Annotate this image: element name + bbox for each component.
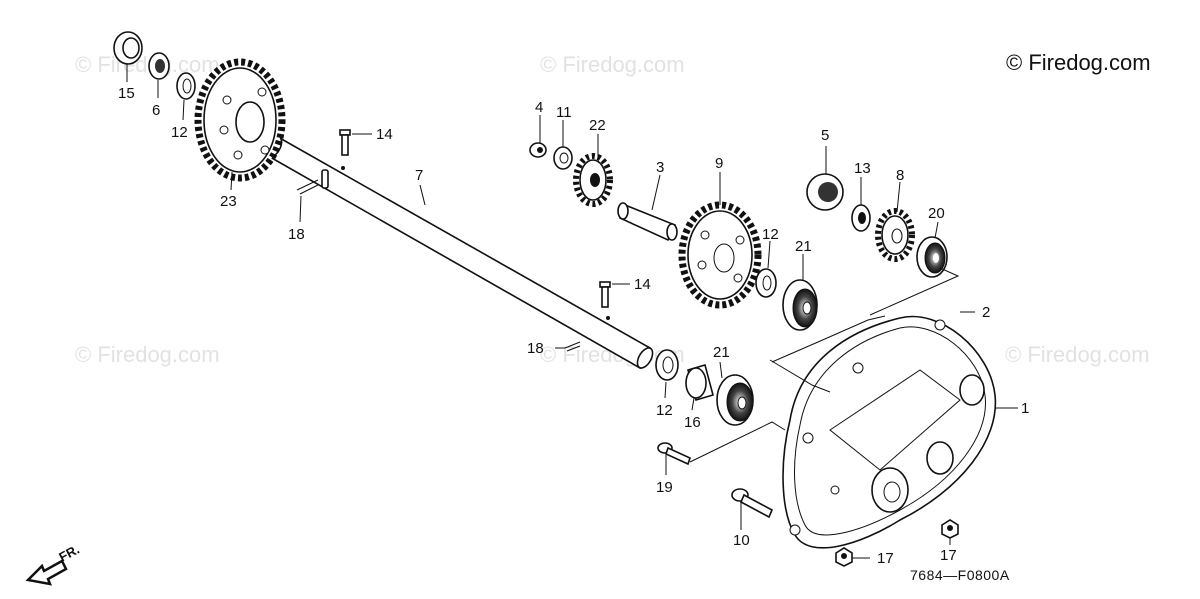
watermark: © Firedog.com — [75, 52, 220, 77]
callout-17-right: 17 — [940, 547, 957, 564]
callout-14-lower: 14 — [634, 276, 651, 293]
callout-11: 11 — [556, 104, 572, 121]
bearing-21-upper-part — [782, 279, 818, 331]
bolt-10-part — [731, 488, 774, 519]
callout-12-mid: 12 — [762, 226, 779, 243]
diagram-code: 7684—F0800A — [910, 567, 1010, 583]
callout-20: 20 — [928, 205, 945, 222]
gear-23-part — [194, 58, 286, 182]
nut-17-right-part — [941, 519, 959, 539]
shaft-3-part — [617, 202, 678, 242]
callout-5: 5 — [821, 127, 829, 144]
callout-8: 8 — [896, 167, 904, 184]
callout-18-lower: 18 — [527, 340, 544, 357]
gear-9-part — [678, 201, 762, 309]
watermark: © Firedog.com — [1005, 342, 1150, 367]
cap-15-part — [113, 31, 143, 65]
washer-6-part — [148, 52, 170, 80]
gear-8-part — [875, 208, 915, 262]
callout-1: 1 — [1021, 400, 1029, 417]
callout-21-lower: 21 — [713, 344, 730, 361]
watermark: © Firedog.com — [540, 52, 685, 77]
callout-7: 7 — [415, 167, 423, 184]
leader-lines — [126, 63, 1018, 559]
callout-9: 9 — [715, 155, 723, 172]
washer-12-top-part — [176, 72, 196, 100]
callout-12-top: 12 — [171, 124, 188, 141]
seal-5-part — [806, 173, 844, 211]
callout-16: 16 — [684, 414, 701, 431]
washer-11-part — [553, 146, 573, 170]
bolt-19-part — [657, 442, 691, 466]
callout-4: 4 — [535, 99, 543, 116]
callout-22: 22 — [589, 117, 606, 134]
copyright-text: © Firedog.com — [1006, 50, 1151, 75]
bushing-16-part — [685, 364, 714, 401]
bolt-14-lower-part — [599, 281, 611, 308]
nut-4-part — [529, 142, 547, 158]
callout-19: 19 — [656, 479, 673, 496]
front-arrow-icon — [25, 559, 68, 586]
gear-22-part — [573, 153, 613, 207]
bearing-21-lower-part — [716, 374, 754, 426]
washer-13-part — [851, 204, 871, 232]
bearing-20-part — [916, 236, 948, 278]
callout-21-upper: 21 — [795, 238, 812, 255]
gear-case-1-part — [782, 315, 997, 549]
callout-18-upper: 18 — [288, 226, 305, 243]
callout-6: 6 — [152, 102, 160, 119]
callout-23: 23 — [220, 193, 237, 210]
callout-3: 3 — [656, 159, 664, 176]
callout-14-upper: 14 — [376, 126, 393, 143]
washer-12-lower-part — [655, 349, 679, 381]
callout-2: 2 — [982, 304, 990, 321]
callout-12-lower: 12 — [656, 402, 673, 419]
callout-10: 10 — [733, 532, 750, 549]
watermark: © Firedog.com — [75, 342, 220, 367]
callout-17-left: 17 — [877, 550, 894, 567]
callout-labels: 1 2 3 4 5 6 7 8 9 10 11 12 12 12 13 14 1… — [118, 85, 1029, 567]
pin-18-upper-part — [296, 179, 319, 195]
pin-18-lower-part — [564, 341, 581, 352]
bolt-14-upper-part — [339, 129, 351, 156]
callout-15: 15 — [118, 85, 135, 102]
washer-12-mid-part — [755, 268, 777, 298]
front-direction-indicator: FR. — [25, 542, 82, 586]
callout-13: 13 — [854, 160, 871, 177]
nut-17-left-part — [835, 547, 853, 567]
